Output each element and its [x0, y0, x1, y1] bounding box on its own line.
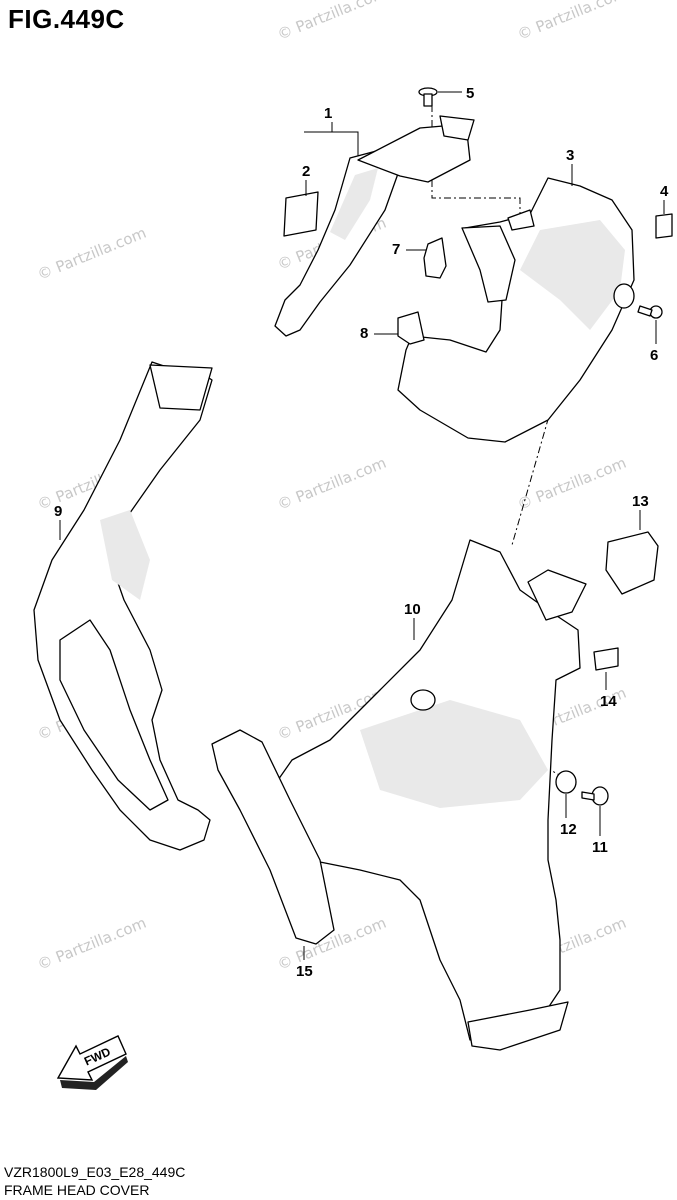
- part-14-pad: [593, 647, 619, 671]
- watermark: © Partzilla.com: [275, 454, 389, 514]
- callout-8: 8: [360, 325, 368, 342]
- callout-1: 1: [324, 105, 332, 122]
- figure-code: VZR1800L9_E03_E28_449C: [4, 1164, 186, 1180]
- part-8-pad: [397, 311, 425, 345]
- figure-title: FIG.449C: [8, 4, 125, 34]
- callouts: 1 2 3 4 5 6 7 8 9 10 11 12 13 14 15: [54, 85, 669, 980]
- callout-15: 15: [296, 963, 313, 980]
- part-12-grommet: [555, 770, 577, 794]
- part-5-screw: [418, 87, 438, 107]
- callout-11: 11: [592, 839, 608, 856]
- part-4-pad: [655, 213, 673, 239]
- part-13-pad: [605, 531, 659, 595]
- callout-3: 3: [566, 147, 574, 164]
- watermark: © Partzilla.com: [515, 454, 629, 514]
- watermark: © Partzilla.com: [35, 224, 149, 284]
- watermark: © Partzilla.com: [275, 0, 389, 44]
- fwd-arrow-icon: FWD: [56, 1035, 128, 1090]
- callout-12: 12: [560, 821, 577, 838]
- callout-7: 7: [392, 241, 400, 258]
- part-10-head-cover-lower: [277, 539, 587, 1051]
- watermark: © Partzilla.com: [35, 914, 149, 974]
- callout-4: 4: [660, 183, 669, 200]
- callout-6: 6: [650, 347, 658, 364]
- callout-9: 9: [54, 503, 62, 520]
- callout-13: 13: [632, 493, 649, 510]
- part-6-screw: [637, 305, 663, 319]
- part-9-side-cover: [33, 361, 213, 851]
- callout-10: 10: [404, 601, 421, 618]
- callout-2: 2: [302, 163, 310, 180]
- callout-5: 5: [466, 85, 474, 102]
- figure-name: FRAME HEAD COVER: [4, 1182, 150, 1198]
- watermark: © Partzilla.com: [515, 0, 629, 44]
- part-15-strip: [211, 729, 335, 945]
- part-2-label: [283, 191, 319, 237]
- callout-14: 14: [600, 693, 617, 710]
- part-1-bracket: [274, 115, 475, 337]
- part-7-pad: [423, 237, 447, 279]
- part-11-screw: [581, 786, 609, 806]
- part-3-head-cover-upper: [397, 177, 635, 443]
